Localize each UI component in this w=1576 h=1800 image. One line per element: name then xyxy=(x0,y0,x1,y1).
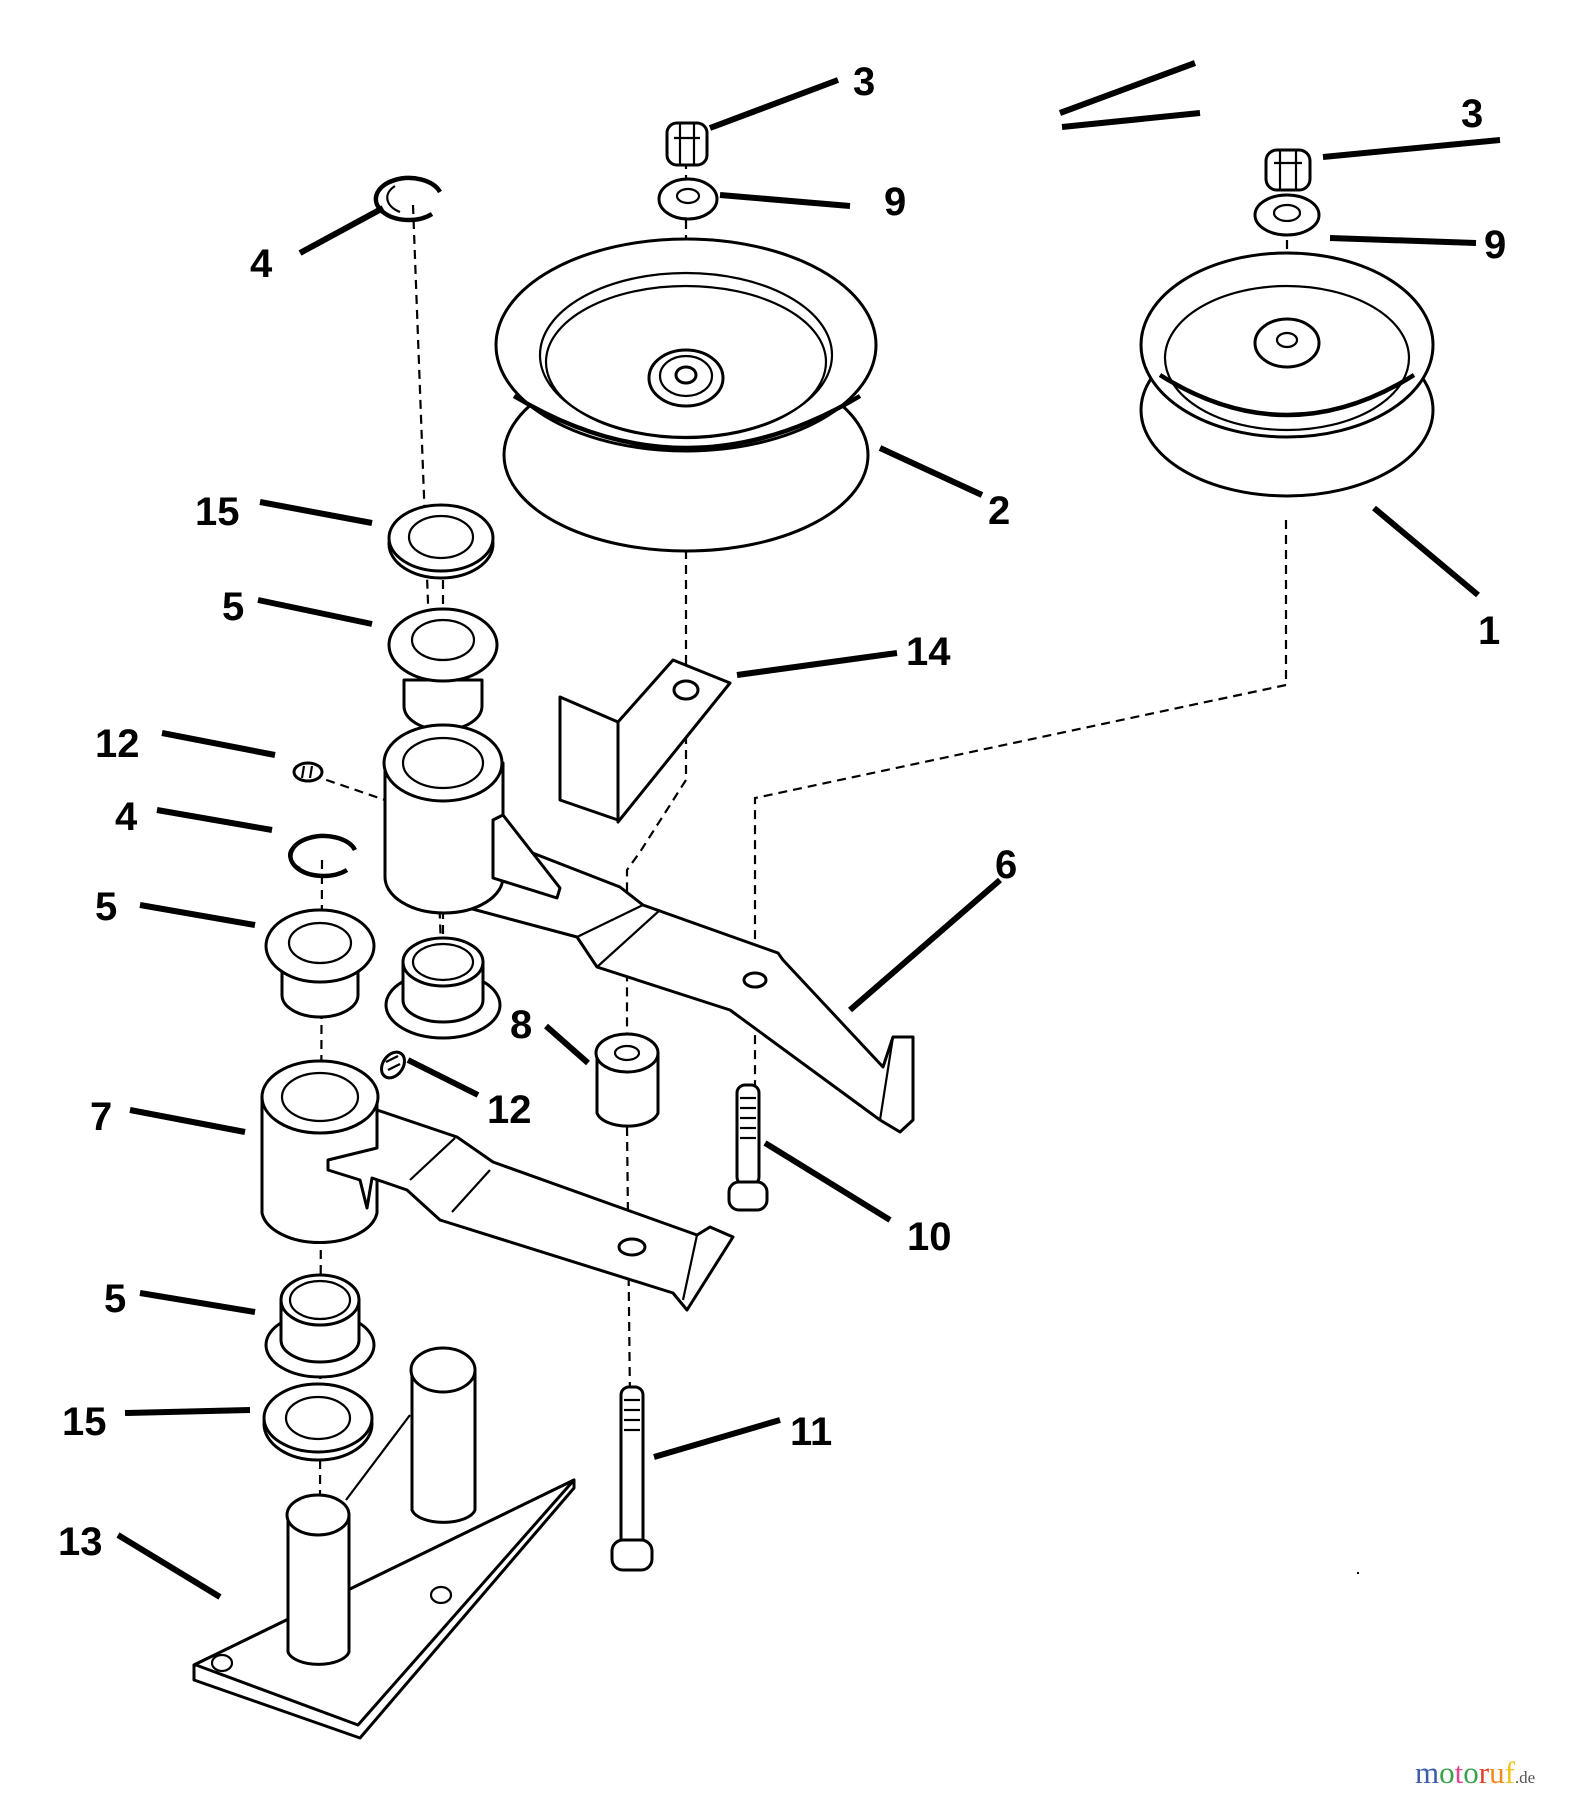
callout-8[interactable]: 8 xyxy=(510,1003,532,1047)
washer-9a[interactable] xyxy=(657,177,719,221)
callout-5-low[interactable]: 5 xyxy=(104,1277,126,1321)
callout-13[interactable]: 13 xyxy=(58,1520,103,1564)
watermark: motoruf.de xyxy=(1415,1755,1535,1790)
axis-pulley1-to-arm6 xyxy=(753,520,1288,1090)
watermark-text: motoruf.de xyxy=(1415,1755,1535,1790)
callout-7[interactable]: 7 xyxy=(90,1095,112,1139)
callout-12-top[interactable]: 12 xyxy=(95,722,140,766)
set-screw-12b[interactable] xyxy=(377,1048,409,1082)
wm-letter: o xyxy=(1463,1755,1479,1790)
hex-nut-3b[interactable] xyxy=(1264,148,1312,192)
flange-bushing-5-inverted[interactable] xyxy=(384,936,502,1040)
callout-5-top[interactable]: 5 xyxy=(222,585,244,629)
pivot-mounting-plate-13[interactable] xyxy=(192,1346,576,1740)
callout-1[interactable]: 1 xyxy=(1478,609,1500,653)
wm-letter: f xyxy=(1505,1755,1516,1790)
callout-2[interactable]: 2 xyxy=(988,489,1010,533)
callout-12-mid[interactable]: 12 xyxy=(487,1088,532,1132)
wm-letter: t xyxy=(1455,1755,1464,1790)
thrust-washer-15b[interactable] xyxy=(262,1382,374,1462)
pulley-1[interactable] xyxy=(1139,251,1435,498)
callout-9-right[interactable]: 9 xyxy=(1484,223,1506,267)
wm-letter: u xyxy=(1489,1755,1505,1790)
hex-bolt-11[interactable] xyxy=(610,1385,654,1572)
callout-3-center[interactable]: 3 xyxy=(853,60,875,104)
leader-lines xyxy=(116,60,1501,1600)
callout-6[interactable]: 6 xyxy=(995,843,1017,887)
hex-bolt-10[interactable] xyxy=(727,1083,769,1212)
wm-letter: m xyxy=(1415,1755,1439,1790)
flange-bushing-5c[interactable] xyxy=(264,1273,376,1379)
wm-letter: r xyxy=(1479,1755,1490,1790)
hex-nut-3a[interactable] xyxy=(665,121,709,167)
callout-4-mid[interactable]: 4 xyxy=(115,795,138,839)
idler-arm-6[interactable] xyxy=(382,723,915,1134)
retaining-ring-4b[interactable] xyxy=(288,833,357,879)
callout-15-low[interactable]: 15 xyxy=(62,1400,107,1444)
thrust-washer-15a[interactable] xyxy=(387,503,495,580)
retaining-ring-4a[interactable] xyxy=(373,175,442,223)
wm-suffix: .de xyxy=(1515,1768,1535,1787)
belt-guide-bracket-14[interactable] xyxy=(558,658,732,824)
callout-15-top[interactable]: 15 xyxy=(195,490,240,534)
callout-10[interactable]: 10 xyxy=(907,1215,952,1259)
flange-bushing-5a[interactable] xyxy=(387,607,499,732)
callout-11[interactable]: 11 xyxy=(790,1410,832,1454)
pulley-2[interactable] xyxy=(494,237,878,553)
callout-4-top[interactable]: 4 xyxy=(250,242,273,286)
callout-14[interactable]: 14 xyxy=(906,630,951,674)
spacer-8[interactable] xyxy=(594,1032,660,1128)
callout-5-mid[interactable]: 5 xyxy=(95,885,117,929)
flange-bushing-5b[interactable] xyxy=(264,908,376,1019)
wm-letter: o xyxy=(1439,1755,1455,1790)
washer-9b[interactable] xyxy=(1253,193,1321,237)
idler-arm-7[interactable] xyxy=(260,1059,735,1312)
axis-setscrew xyxy=(311,773,386,802)
callouts: 1 2 3 3 4 4 5 5 5 6 7 8 9 9 10 11 12 12 … xyxy=(58,60,1506,1564)
speck xyxy=(1357,1572,1359,1574)
set-screw-12a[interactable] xyxy=(292,761,324,783)
callout-3-right[interactable]: 3 xyxy=(1461,92,1483,136)
callout-9-center[interactable]: 9 xyxy=(884,180,906,224)
